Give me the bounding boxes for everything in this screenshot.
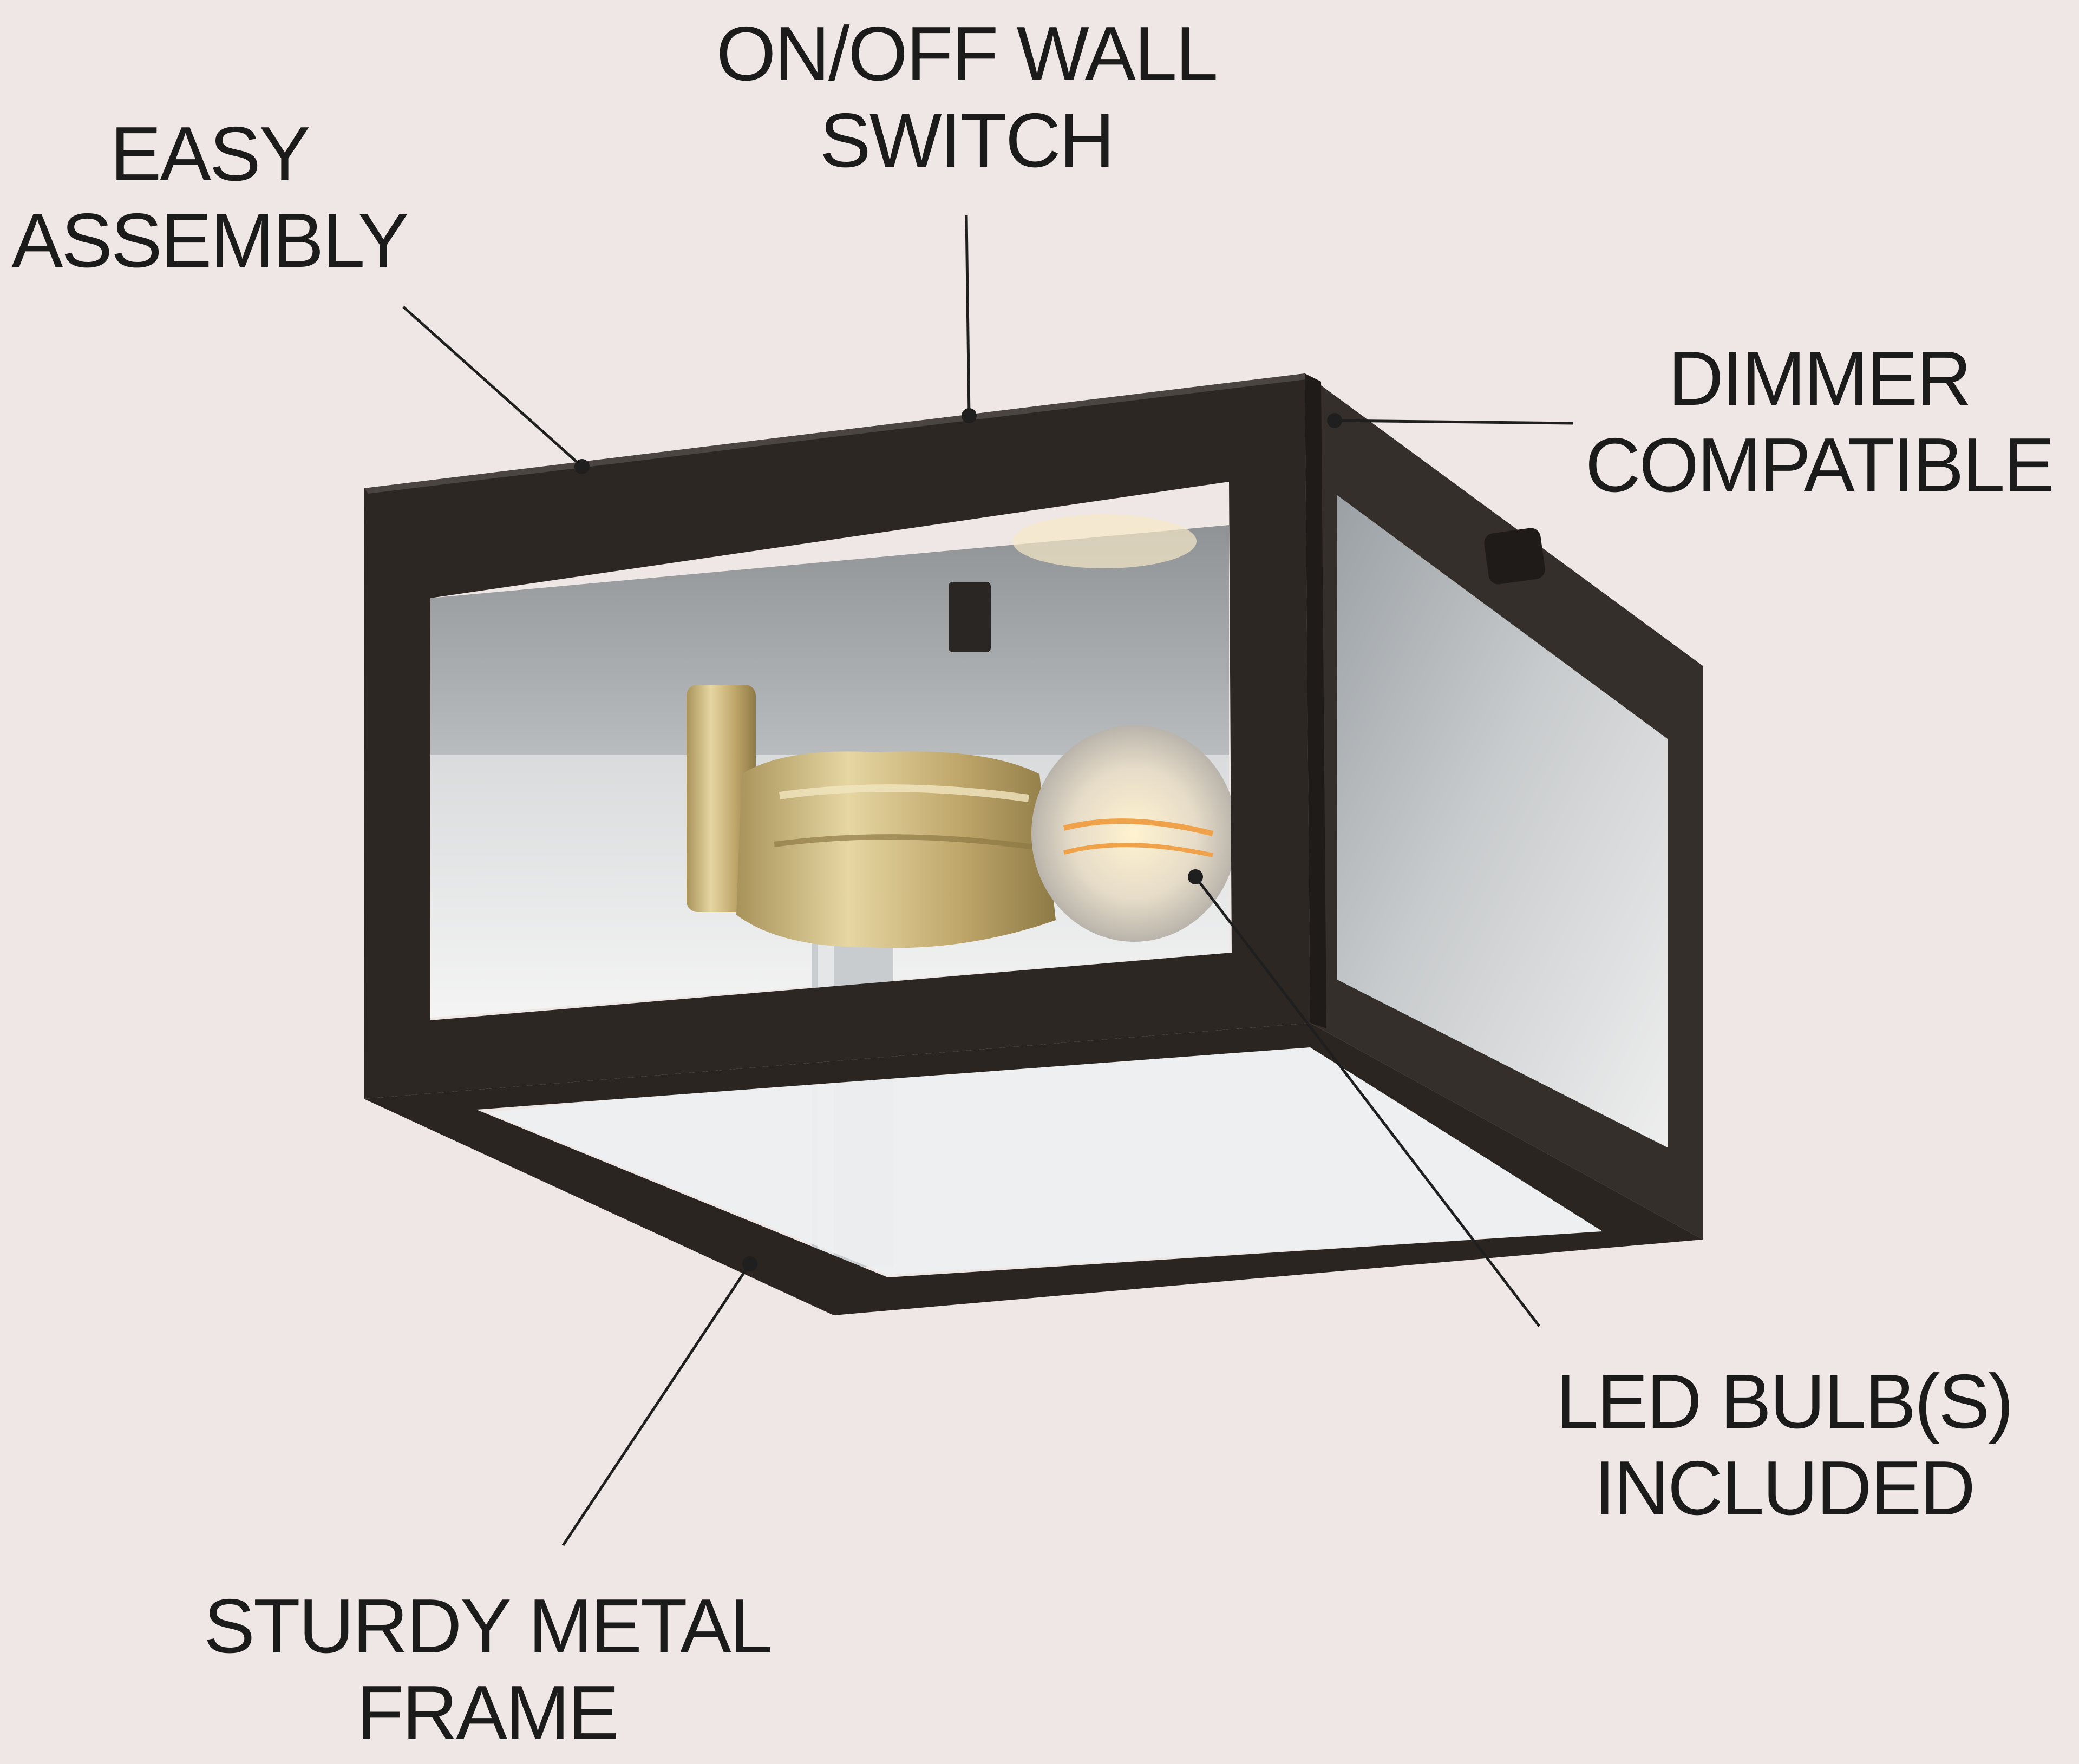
canopy-plate [430, 525, 1229, 755]
metal-frame-label: STURDY METAL FRAME [204, 1583, 773, 1756]
dimmer-knob [1484, 528, 1545, 585]
led-bulb-line1: LED BULB(S) [1555, 1359, 2014, 1445]
wall-switch-label: ON/OFF WALL SWITCH [716, 11, 1218, 184]
metal-frame-line1: STURDY METAL [204, 1583, 773, 1669]
led-bulb [1031, 725, 1237, 942]
metal-frame-line2: FRAME [357, 1670, 619, 1756]
side-frame [1305, 373, 1703, 1240]
callout-lines [402, 215, 1573, 1546]
brass-arm [687, 685, 756, 912]
bottom-frame [364, 1023, 1703, 1315]
callout-dots [574, 408, 1342, 1271]
wall-switch-line1: ON/OFF WALL [716, 11, 1218, 97]
wall-switch-line2: SWITCH [819, 97, 1115, 183]
front-frame [364, 373, 1310, 1099]
brass-socket [736, 751, 1056, 948]
easy-assembly-label: EASY ASSEMBLY [11, 111, 409, 284]
dimmer-line2: COMPATIBLE [1585, 422, 2055, 508]
dimmer-label: DIMMER COMPATIBLE [1585, 336, 2055, 509]
dimmer-line1: DIMMER [1668, 336, 1972, 422]
easy-assembly-line2: ASSEMBLY [11, 198, 409, 284]
led-bulb-line2: INCLUDED [1594, 1445, 1976, 1531]
easy-assembly-line1: EASY [110, 111, 311, 197]
led-bulb-label: LED BULB(S) INCLUDED [1555, 1359, 2014, 1532]
side-glass [1337, 495, 1668, 1147]
